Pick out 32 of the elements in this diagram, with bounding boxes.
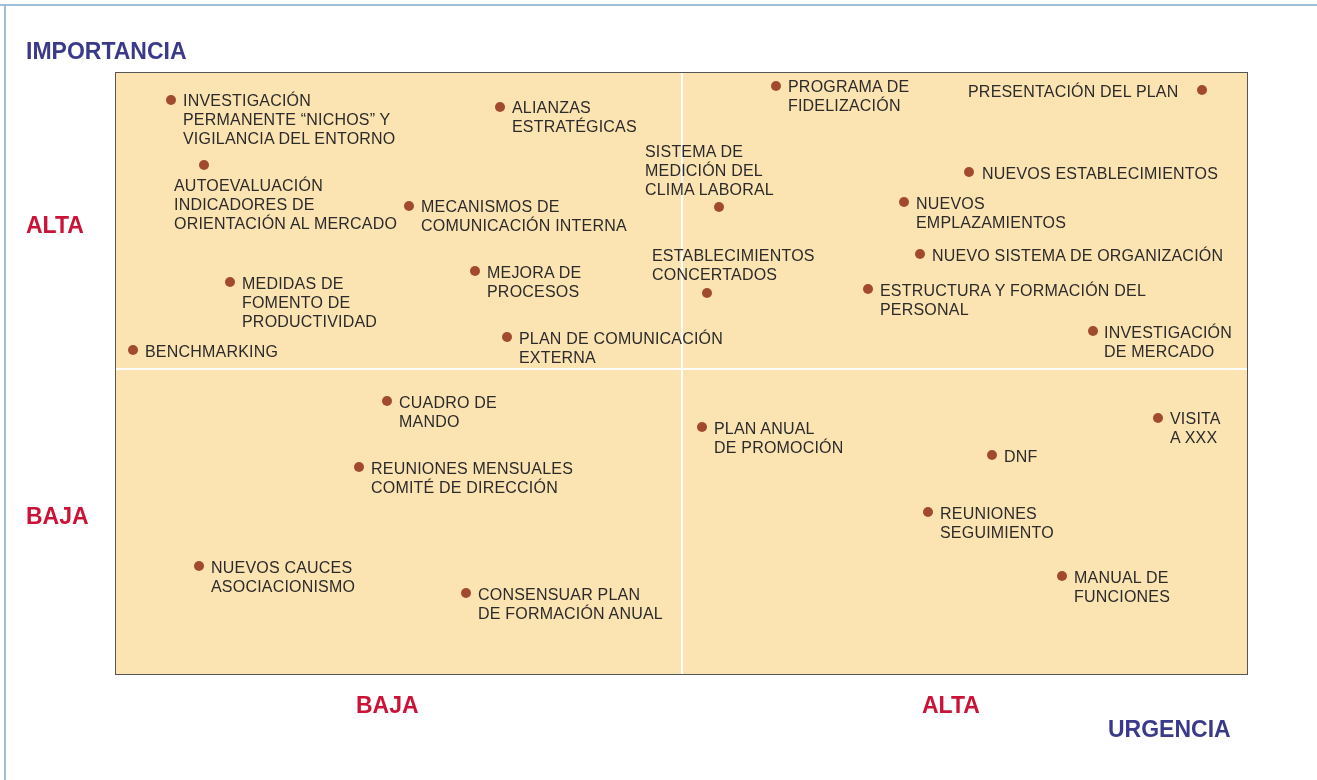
point-label: NUEVOS EMPLAZAMIENTOS bbox=[916, 194, 1067, 232]
axis-title: URGENCIA bbox=[1108, 716, 1231, 743]
point-label: INVESTIGACIÓN DE MERCADO bbox=[1104, 323, 1232, 361]
point-label: NUEVO SISTEMA DE ORGANIZACIÓN bbox=[932, 246, 1224, 265]
point-label: ESTRUCTURA Y FORMACIÓN DEL PERSONAL bbox=[880, 281, 1146, 319]
point-label: PROGRAMA DE FIDELIZACIÓN bbox=[788, 77, 910, 115]
point-label: SISTEMA DE MEDICIÓN DEL CLIMA LABORAL bbox=[645, 142, 774, 199]
point-label: CUADRO DE MANDO bbox=[399, 393, 497, 431]
point-label: INVESTIGACIÓN PERMANENTE “NICHOS” Y VIGILANCIA DEL ENTORNO bbox=[183, 91, 396, 148]
point-label: REUNIONES SEGUIMIENTO bbox=[940, 504, 1054, 542]
point-label: VISITA A XXX bbox=[1170, 409, 1221, 447]
point-label: NUEVOS CAUCES ASOCIACIONISMO bbox=[211, 558, 356, 596]
point-label: ESTABLECIMIENTOS CONCERTADOS bbox=[652, 246, 815, 284]
point-label: PRESENTACIÓN DEL PLAN bbox=[968, 82, 1179, 101]
point-label: PLAN DE COMUNICACIÓN EXTERNA bbox=[519, 329, 724, 367]
point-label: NUEVOS ESTABLECIMIENTOS bbox=[982, 164, 1219, 183]
axis-level-label: BAJA bbox=[356, 692, 419, 719]
point-label: REUNIONES MENSUALES COMITÉ DE DIRECCIÓN bbox=[371, 459, 574, 497]
point-label: CONSENSUAR PLAN DE FORMACIÓN ANUAL bbox=[478, 585, 663, 623]
axis-level-label: BAJA bbox=[26, 503, 89, 530]
point-label: MEJORA DE PROCESOS bbox=[487, 263, 582, 301]
axis-level-label: ALTA bbox=[26, 212, 84, 239]
point-label: PLAN ANUAL DE PROMOCIÓN bbox=[714, 419, 844, 457]
point-label: ALIANZAS ESTRATÉGICAS bbox=[512, 98, 637, 136]
point-label: MANUAL DE FUNCIONES bbox=[1074, 568, 1171, 606]
point-label: MECANISMOS DE COMUNICACIÓN INTERNA bbox=[421, 197, 627, 235]
point-label: DNF bbox=[1004, 447, 1038, 466]
axis-level-label: ALTA bbox=[922, 692, 980, 719]
point-label: AUTOEVALUACIÓN INDICADORES DE ORIENTACIÓN AL MERCADO bbox=[174, 176, 398, 233]
point-label: BENCHMARKING bbox=[145, 342, 279, 361]
axis-title: IMPORTANCIA bbox=[26, 38, 187, 65]
point-label: MEDIDAS DE FOMENTO DE PRODUCTIVIDAD bbox=[242, 274, 378, 331]
